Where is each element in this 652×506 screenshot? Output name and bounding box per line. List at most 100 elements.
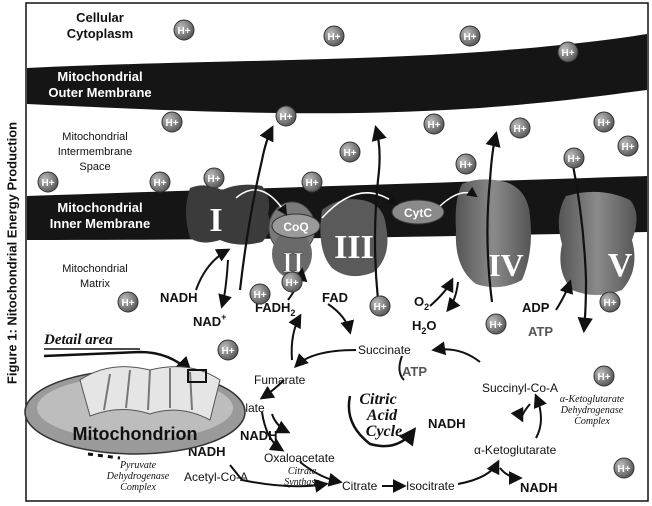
proton-badge: H+ bbox=[174, 20, 194, 40]
proton-label: H+ bbox=[279, 112, 292, 123]
proton-badge: H+ bbox=[302, 172, 322, 192]
cycle-label-2: Acid bbox=[366, 407, 398, 424]
akg-complex-1: α-Ketoglutarate bbox=[560, 394, 625, 405]
proton-label: H+ bbox=[253, 290, 266, 301]
atp-top-label: ATP bbox=[528, 324, 553, 339]
proton-badge: H+ bbox=[456, 154, 476, 174]
proton-label: H+ bbox=[153, 178, 166, 189]
proton-label: H+ bbox=[165, 118, 178, 129]
oxaloacetate-label: Oxaloacetate bbox=[264, 451, 335, 465]
proton-badge: H+ bbox=[38, 172, 58, 192]
citrate-synthase-1: Citrate bbox=[288, 466, 317, 477]
proton-label: H+ bbox=[327, 32, 340, 43]
proton-badge: H+ bbox=[340, 142, 360, 162]
proton-badge: H+ bbox=[324, 26, 344, 46]
proton-badge: H+ bbox=[150, 172, 170, 192]
proton-label: H+ bbox=[459, 160, 472, 171]
acetyl-coa-label: Acetyl-Co-A bbox=[184, 470, 248, 484]
succinate-label: Succinate bbox=[358, 343, 411, 357]
complex-i-label: I bbox=[209, 202, 222, 239]
proton-badge: H+ bbox=[600, 292, 620, 312]
matrix-label-2: Matrix bbox=[80, 278, 110, 290]
isocitrate-label: Isocitrate bbox=[406, 479, 455, 493]
proton-label: H+ bbox=[603, 298, 616, 309]
complex-v-label: V bbox=[608, 247, 633, 284]
proton-label: H+ bbox=[597, 372, 610, 383]
adp-label: ADP bbox=[522, 300, 550, 315]
proton-badge: H+ bbox=[424, 114, 444, 134]
proton-badge: H+ bbox=[460, 26, 480, 46]
intermembrane-label-1: Mitochondrial bbox=[62, 131, 127, 143]
proton-label: H+ bbox=[567, 154, 580, 165]
atp-cycle-label: ATP bbox=[402, 364, 427, 379]
akg-complex-3: Complex bbox=[574, 416, 610, 427]
proton-label: H+ bbox=[597, 118, 610, 129]
proton-label: H+ bbox=[427, 120, 440, 131]
akg-complex-2: Dehydrogenase bbox=[560, 405, 624, 416]
proton-label: H+ bbox=[343, 148, 356, 159]
proton-badge: H+ bbox=[218, 340, 238, 360]
proton-badge: H+ bbox=[618, 136, 638, 156]
complex-i-shape bbox=[186, 185, 270, 245]
cytoplasm-label-1: Cellular bbox=[76, 10, 124, 25]
proton-label: H+ bbox=[305, 178, 318, 189]
proton-badge: H+ bbox=[276, 106, 296, 126]
proton-badge: H+ bbox=[162, 112, 182, 132]
inner-membrane-label-2: Inner Membrane bbox=[50, 216, 150, 231]
complex-iii-label: III bbox=[334, 229, 374, 266]
proton-label: H+ bbox=[121, 298, 134, 309]
proton-label: H+ bbox=[489, 320, 502, 331]
proton-label: H+ bbox=[617, 464, 630, 475]
pyruvate-complex-2: Dehydrogenase bbox=[106, 471, 170, 482]
proton-badge: H+ bbox=[594, 112, 614, 132]
proton-badge: H+ bbox=[250, 284, 270, 304]
proton-label: H+ bbox=[373, 302, 386, 313]
proton-label: H+ bbox=[285, 278, 298, 289]
cycle-label-1: Citric bbox=[359, 391, 396, 408]
proton-badge: H+ bbox=[204, 168, 224, 188]
proton-label: H+ bbox=[513, 124, 526, 135]
citrate-label: Citrate bbox=[342, 479, 378, 493]
proton-badge: H+ bbox=[118, 292, 138, 312]
proton-label: H+ bbox=[561, 48, 574, 59]
nadh-akg-label: NADH bbox=[428, 416, 466, 431]
inner-membrane-label-1: Mitochondrial bbox=[57, 200, 142, 215]
intermembrane-label-3: Space bbox=[79, 161, 110, 173]
proton-label: H+ bbox=[177, 26, 190, 37]
nadh-label: NADH bbox=[160, 290, 198, 305]
proton-label: H+ bbox=[463, 32, 476, 43]
proton-badge: H+ bbox=[486, 314, 506, 334]
matrix-label-1: Mitochondrial bbox=[62, 263, 127, 275]
proton-badge: H+ bbox=[558, 42, 578, 62]
fad-label: FAD bbox=[322, 290, 348, 305]
nadh-malate-label: NADH bbox=[240, 428, 278, 443]
intermembrane-label-2: Intermembrane bbox=[58, 146, 133, 158]
mitochondrion-label: Mitochondrion bbox=[73, 424, 198, 444]
coq-label: CoQ bbox=[283, 220, 308, 234]
proton-badge: H+ bbox=[510, 118, 530, 138]
proton-badge: H+ bbox=[614, 458, 634, 478]
proton-badge: H+ bbox=[594, 366, 614, 386]
detail-area-label: Detail area bbox=[43, 332, 113, 348]
proton-label: H+ bbox=[41, 178, 54, 189]
proton-label: H+ bbox=[207, 174, 220, 185]
cycle-label-3: Cycle bbox=[366, 423, 402, 440]
cytoplasm-label-2: Cytoplasm bbox=[67, 26, 133, 41]
proton-badge: H+ bbox=[370, 296, 390, 316]
proton-badge: H+ bbox=[282, 272, 302, 292]
proton-label: H+ bbox=[621, 142, 634, 153]
proton-badge: H+ bbox=[564, 148, 584, 168]
akg-label: α-Ketoglutarate bbox=[474, 443, 557, 457]
proton-label: H+ bbox=[221, 346, 234, 357]
pyruvate-complex-3: Complex bbox=[120, 482, 156, 493]
succinyl-coa-label: Succinyl-Co-A bbox=[482, 381, 558, 395]
pyruvate-complex-1: Pyruvate bbox=[119, 460, 157, 471]
complex-iv-label: IV bbox=[488, 247, 524, 283]
outer-membrane-label-1: Mitochondrial bbox=[57, 69, 142, 84]
cytc-label: CytC bbox=[404, 206, 432, 220]
fumarate-label: Fumarate bbox=[254, 373, 306, 387]
outer-membrane-label-2: Outer Membrane bbox=[48, 85, 151, 100]
citrate-synthase-2: Synthase bbox=[284, 477, 320, 488]
nadh-bottom-label: NADH bbox=[520, 480, 558, 495]
